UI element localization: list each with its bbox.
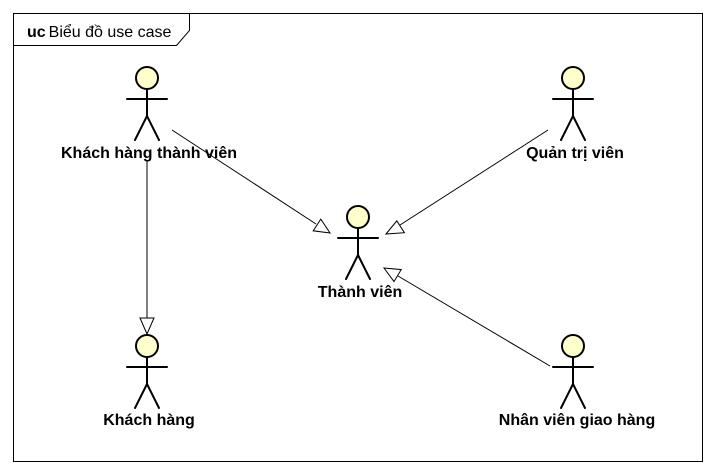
actor-head	[346, 205, 370, 229]
actor-legs	[134, 381, 160, 409]
actor-nhan-vien-giao-hang[interactable]: Nhân viên giao hàng	[499, 334, 655, 429]
actor-legs	[560, 113, 586, 141]
actor-head	[135, 334, 159, 358]
actor-legs	[345, 252, 371, 280]
actor-legs	[134, 113, 160, 141]
actor-label: Thành viên	[318, 284, 402, 301]
frame-tab	[13, 13, 190, 46]
actor-label: Khách hàng thành viên	[61, 145, 237, 162]
actor-head	[135, 66, 159, 90]
generalization-arrowhead	[312, 218, 332, 234]
actor-head	[561, 66, 585, 90]
actor-thanh-vien[interactable]: Thành viên	[318, 205, 402, 301]
frame-border	[13, 13, 703, 462]
frame-title: Biểu đồ use case	[49, 23, 172, 41]
actor-head	[561, 334, 585, 358]
generalization-khach-hang-thanh-vien-to-khach-hang[interactable]	[139, 160, 155, 336]
generalization-line	[171, 129, 317, 225]
generalizations	[139, 129, 551, 367]
generalization-arrowhead	[384, 220, 406, 235]
generalization-arrowhead	[139, 317, 155, 336]
actor-khach-hang[interactable]: Khách hàng	[103, 334, 195, 429]
generalization-arrowhead	[382, 267, 403, 283]
actor-khach-hang-thanh-vien[interactable]: Khách hàng thành viên	[61, 66, 237, 162]
generalization-quan-tri-vien-to-thanh-vien[interactable]	[384, 129, 549, 235]
actor-label: Quản trị viên	[526, 145, 624, 162]
actor-quan-tri-vien[interactable]: Quản trị viên	[526, 66, 624, 162]
actor-label: Khách hàng	[103, 412, 195, 429]
actor-legs	[560, 381, 586, 409]
generalization-khach-hang-thanh-vien-to-thanh-vien[interactable]	[171, 129, 332, 234]
generalization-nhan-vien-giao-hang-to-thanh-vien[interactable]	[382, 267, 551, 367]
generalization-line	[399, 129, 549, 226]
actor-label: Nhân viên giao hàng	[499, 412, 655, 429]
generalization-line	[397, 275, 551, 367]
frame-keyword: uc	[27, 24, 46, 41]
